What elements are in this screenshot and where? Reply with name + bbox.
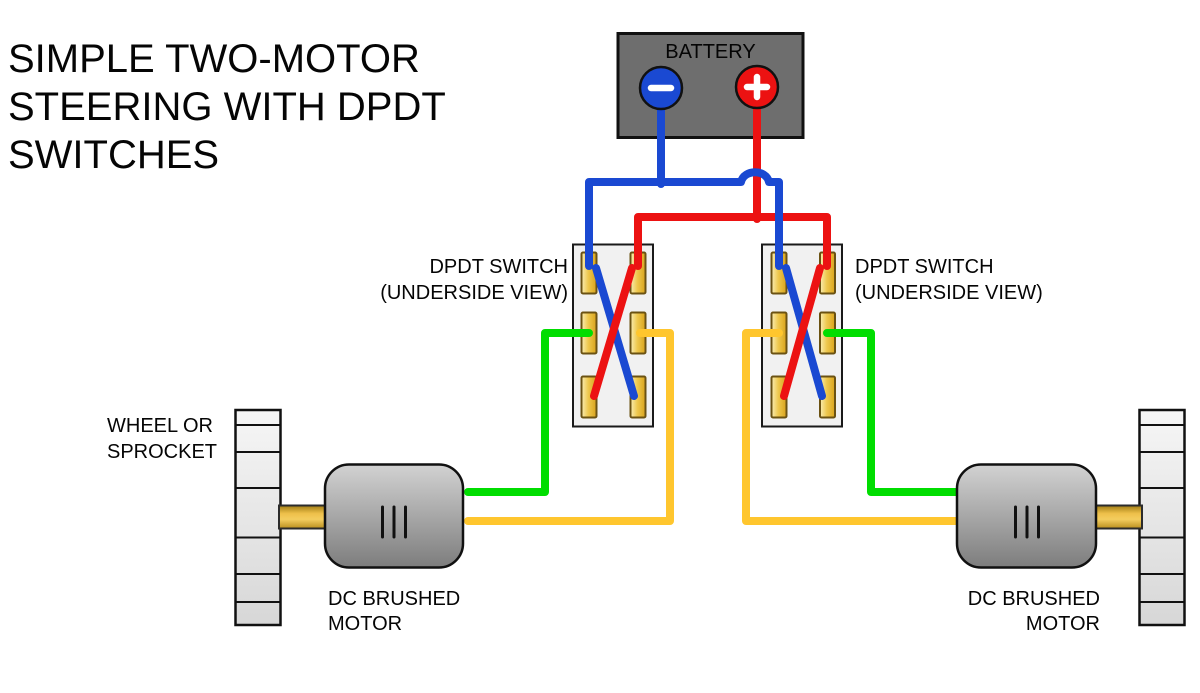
motor-right	[955, 463, 1098, 569]
axle-right	[1093, 504, 1143, 530]
wheel-label: WHEEL OR SPROCKET	[107, 415, 217, 463]
switch-left-label-line-1: DPDT SWITCH	[429, 256, 568, 278]
wire-positive-red	[634, 96, 831, 270]
wheel-label-line-1: WHEEL OR	[107, 415, 213, 437]
title-line-3: SWITCHES	[8, 133, 219, 177]
wheel-left-segment-lines	[235, 424, 281, 603]
negative-terminal	[638, 65, 684, 111]
motor-right-label: DC BRUSHED MOTOR	[968, 588, 1100, 635]
motor-left-label: DC BRUSHED MOTOR	[328, 588, 460, 635]
red-crossover-right	[780, 264, 824, 400]
axle-left	[278, 504, 329, 530]
wheel-left	[234, 408, 282, 627]
red-crossover-left	[590, 264, 636, 400]
wheel-right-segment-lines	[1139, 424, 1185, 603]
motor-right-brush-marks	[1014, 505, 1040, 539]
motor-left-label-line-2: MOTOR	[328, 613, 402, 635]
motor-right-label-line-1: DC BRUSHED	[968, 588, 1100, 610]
wheel-left-body	[234, 408, 282, 627]
wire-negative-blue	[585, 96, 783, 270]
wire-green-left	[464, 329, 593, 496]
wheel-right-body	[1138, 408, 1186, 627]
plus-icon	[743, 73, 771, 101]
switch-right-label-line-2: (UNDERSIDE VIEW)	[855, 282, 1043, 304]
motor-right-label-line-2: MOTOR	[1026, 613, 1100, 635]
page-title: SIMPLE TWO-MOTOR STEERING WITH DPDT SWIT…	[8, 37, 446, 177]
wheel-label-line-2: SPROCKET	[107, 441, 217, 463]
wheel-right	[1138, 408, 1186, 627]
title-line-1: SIMPLE TWO-MOTOR	[8, 37, 420, 81]
wire-yellow-left	[464, 329, 674, 525]
wire-yellow-right	[742, 329, 966, 525]
motor-left-label-line-1: DC BRUSHED	[328, 588, 460, 610]
motor-left	[323, 463, 465, 569]
title-line-2: STEERING WITH DPDT	[8, 85, 446, 129]
motor-left-brush-marks	[381, 505, 407, 539]
switch-right-label: DPDT SWITCH (UNDERSIDE VIEW)	[855, 256, 1043, 304]
wire-green-right	[823, 329, 966, 496]
switch-left-label-line-2: (UNDERSIDE VIEW)	[380, 282, 568, 304]
battery-label: BATTERY	[665, 41, 755, 63]
positive-terminal	[734, 64, 780, 110]
switch-right-label-line-1: DPDT SWITCH	[855, 256, 994, 278]
switch-left-label: DPDT SWITCH (UNDERSIDE VIEW)	[380, 256, 568, 304]
